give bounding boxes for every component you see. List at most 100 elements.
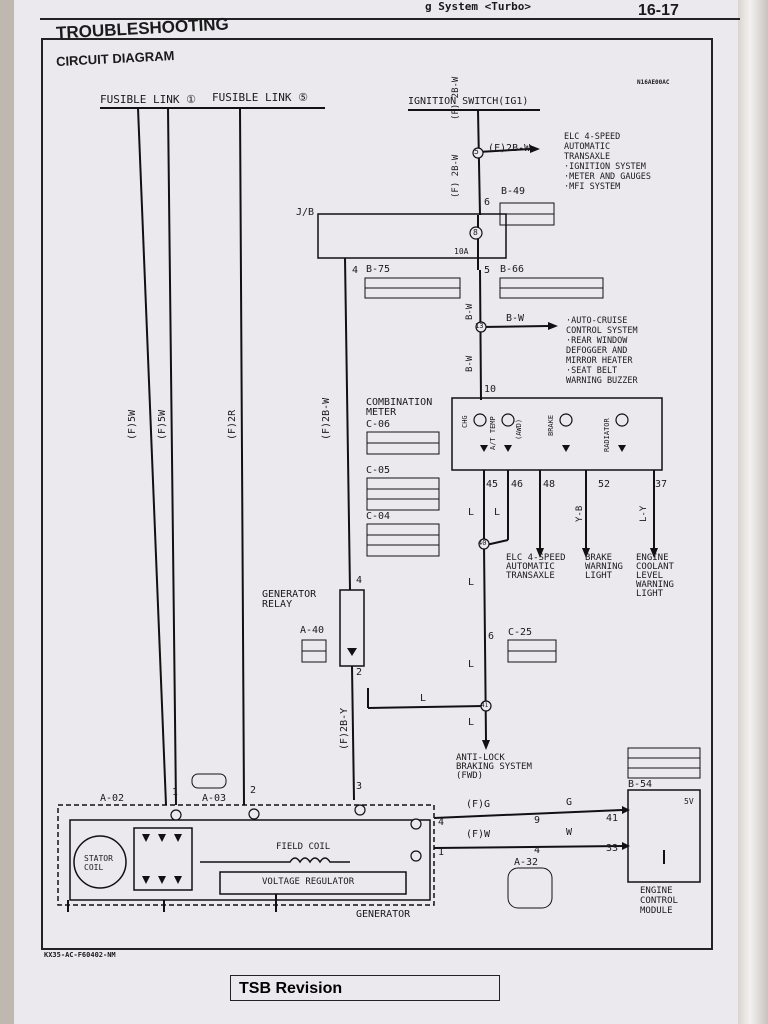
connector-a03-label: A-03 — [202, 793, 227, 804]
pin-label: 5 — [474, 147, 479, 156]
tsb-revision-box: TSB Revision — [230, 975, 500, 1001]
wire-color-ly: L-Y — [639, 505, 649, 522]
wire-color-l: L — [420, 693, 427, 704]
gauge-label-chg: CHG — [461, 415, 469, 428]
wire-color-g: G — [566, 797, 573, 808]
list-item: ·AUTO-CRUISE — [566, 316, 628, 326]
list-item: ·SEAT BELT — [566, 366, 618, 376]
pin-label: 1 — [172, 787, 179, 798]
connector-c04-label: C-04 — [366, 511, 391, 522]
list-item: DEFOGGER AND — [566, 346, 628, 356]
antilock-braking-label: ANTI-LOCK BRAKING SYSTEM (FWD) — [456, 753, 532, 781]
list-item: CONTROL SYSTEM — [566, 326, 638, 336]
generator-relay-label: GENERATOR RELAY — [262, 589, 317, 610]
brake-warning-light-label: BRAKE WARNING LIGHT — [585, 553, 623, 581]
list-item: ·METER AND GAUGES — [564, 172, 651, 182]
wire-label-fw: (F)W — [466, 829, 491, 840]
gauge-label-at-temp: A/T TEMP — [489, 416, 497, 450]
pin-label: 41 — [606, 813, 619, 824]
jb-label: J/B — [296, 207, 315, 218]
fuse-number: 8 — [473, 228, 478, 237]
gauge-label-brake: BRAKE — [547, 414, 555, 436]
pin-label: 37 — [655, 479, 668, 490]
generator-label: GENERATOR — [356, 909, 411, 920]
wire-color-l: L — [468, 717, 475, 728]
page-number: 16-17 — [638, 2, 679, 19]
pin-label: 4 — [438, 817, 445, 828]
wire-color-bw: B-W — [465, 355, 475, 372]
list-item: ·MFI SYSTEM — [564, 182, 621, 192]
connector-b54-label: B-54 — [628, 779, 653, 790]
wire-color-l: L — [468, 577, 475, 588]
list-item: TRANSAXLE — [564, 152, 611, 162]
connector-c06-label: C-06 — [366, 419, 391, 430]
pin-label: 4 — [534, 845, 541, 856]
pin-label: 5 — [484, 265, 491, 276]
ignition-wire-label-2: (F) 2B-W — [451, 154, 461, 198]
wire-color-yb: Y-B — [575, 505, 585, 522]
wire-label-f5w-2: (F)5W — [157, 409, 168, 440]
list-item: MIRROR HEATER — [566, 356, 633, 366]
branch-wire-label: (F)2B-W — [488, 143, 531, 154]
field-coil-label: FIELD COIL — [276, 842, 331, 852]
gauge-label-radiator: RADIATOR — [603, 418, 611, 452]
connector-c25-label: C-25 — [508, 627, 533, 638]
gauge-label-awd: (AWD) — [515, 418, 523, 440]
pin-label: 6 — [484, 197, 491, 208]
pin-label: 3 — [356, 781, 363, 792]
pin-label: 4 — [352, 265, 359, 276]
pin-label: 6 — [488, 631, 495, 642]
engine-control-module-label: ENGINE CONTROL MODULE — [640, 886, 678, 916]
auto-cruise-list: ·AUTO-CRUISE CONTROL SYSTEM ·REAR WINDOW… — [566, 316, 638, 386]
connector-a32-label: A-32 — [514, 857, 539, 868]
pin-label: 33 — [606, 843, 619, 854]
pin-label: 1 — [438, 847, 445, 858]
list-item: ·REAR WINDOW — [566, 336, 628, 346]
fusible-link-5-label: FUSIBLE LINK ⑤ — [212, 91, 308, 104]
wire-color-bw: B-W — [506, 313, 525, 324]
pin-label: 52 — [598, 479, 611, 490]
page-stack-edge — [738, 0, 768, 1024]
pin-label: 41 — [481, 702, 489, 709]
ignition-switch-label: IGNITION SWITCH(IG1) — [408, 96, 529, 107]
pin-label: 10 — [484, 384, 497, 395]
elc-transaxle-label: ELC 4-SPEED AUTOMATIC TRANSAXLE — [506, 553, 566, 581]
list-item: ELC 4-SPEED — [564, 132, 621, 142]
pin-label: 4 — [356, 575, 363, 586]
connector-a02-label: A-02 — [100, 793, 125, 804]
elc-system-list: ELC 4-SPEED AUTOMATIC TRANSAXLE ·IGNITIO… — [564, 132, 651, 192]
section-title: g System <Turbo> — [425, 0, 531, 13]
footer-code: KX35-AC-F60402-NM — [44, 951, 116, 959]
connector-b75-label: B-75 — [366, 264, 391, 275]
pin-label: 48 — [543, 479, 556, 490]
wire-color-w: W — [566, 827, 573, 838]
wire-label-f2bw: (F)2B-W — [321, 397, 332, 440]
wire-color-l: L — [468, 507, 475, 518]
pin-label: 2 — [356, 667, 363, 678]
fuse-amp-label: 10A — [454, 247, 469, 256]
pin-label: 46 — [511, 479, 524, 490]
wire-label-fg: (F)G — [466, 799, 491, 810]
list-item: AUTOMATIC — [564, 142, 611, 152]
pin-label: 13 — [475, 322, 484, 330]
fusible-link-1-label: FUSIBLE LINK ① — [100, 93, 196, 106]
connector-b49-label: B-49 — [501, 186, 526, 197]
page-header — [40, 0, 740, 20]
connector-b66-label: B-66 — [500, 264, 525, 275]
wire-label-f5w-1: (F)5W — [127, 409, 138, 440]
ignition-wire-label: (F) 2B-W — [451, 76, 461, 120]
wire-label-f2by: (F)2B-Y — [339, 707, 350, 750]
list-item: WARNING BUZZER — [566, 376, 638, 386]
wire-color-bw: B-W — [465, 303, 475, 320]
pin-label: 40 — [478, 539, 487, 547]
wire-label-f2r: (F)2R — [227, 409, 238, 440]
wire-color-l: L — [494, 507, 501, 518]
pin-label: 45 — [486, 479, 499, 490]
voltage-5v-label: 5V — [684, 797, 694, 806]
diagram-frame — [41, 38, 713, 950]
adjacent-page-edge — [0, 0, 14, 1024]
pin-label: 2 — [250, 785, 257, 796]
combination-meter-label: COMBINATION METER — [366, 397, 433, 418]
diagram-code: N16AE00AC — [637, 79, 670, 86]
